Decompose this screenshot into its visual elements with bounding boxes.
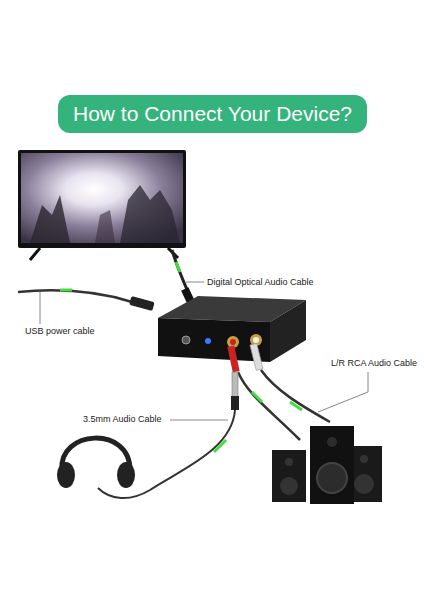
speaker-left	[272, 450, 306, 502]
rca-jack-white	[253, 337, 259, 343]
headphones-cup	[117, 462, 135, 488]
title-banner: How to Connect Your Device?	[58, 95, 367, 133]
leader-line	[40, 292, 41, 324]
crowd-silhouette	[30, 195, 70, 243]
subwoofer-driver	[317, 463, 347, 493]
rca-cable	[238, 372, 300, 440]
speaker-driver	[354, 474, 374, 494]
crowd-silhouette	[120, 185, 180, 243]
leader-line	[318, 392, 368, 412]
tv-screen	[21, 153, 183, 243]
subwoofer	[310, 426, 354, 504]
cable-glow	[252, 392, 302, 410]
tv-bezel	[18, 150, 186, 248]
title: How to Connect Your Device?	[73, 102, 352, 126]
cable-label: L/R RCA Audio Cable	[330, 358, 418, 368]
headphones-cup	[57, 462, 75, 488]
speaker-driver	[360, 455, 368, 463]
rca-plug-white	[250, 343, 263, 370]
leader-line	[170, 420, 228, 421]
rca-jack-red	[230, 339, 236, 345]
headphones-band	[62, 438, 130, 470]
speaker-driver	[285, 458, 293, 466]
cable-label: Digital Optical Audio Cable	[206, 277, 315, 287]
leader-line	[368, 372, 369, 392]
cable-label: USB power cable	[24, 326, 96, 336]
audio-plug	[231, 396, 239, 410]
cable-glow	[214, 440, 226, 452]
cable-label: 3.5mm Audio Cable	[82, 414, 163, 424]
rca-cable	[261, 370, 330, 422]
power-led	[205, 338, 211, 344]
rca-plug-red	[227, 345, 239, 372]
usb-cable	[18, 290, 132, 302]
crowd-silhouette	[95, 210, 115, 243]
headphone-jack	[182, 336, 190, 344]
subwoofer-driver	[327, 437, 337, 447]
speaker-driver	[280, 477, 298, 495]
tv-stand	[30, 248, 178, 260]
optical-cable	[172, 250, 188, 292]
cable-glow	[176, 262, 180, 272]
cable-glow	[60, 289, 72, 292]
converter-side	[270, 300, 306, 362]
usb-plug	[129, 296, 155, 311]
leader-line	[186, 282, 204, 283]
